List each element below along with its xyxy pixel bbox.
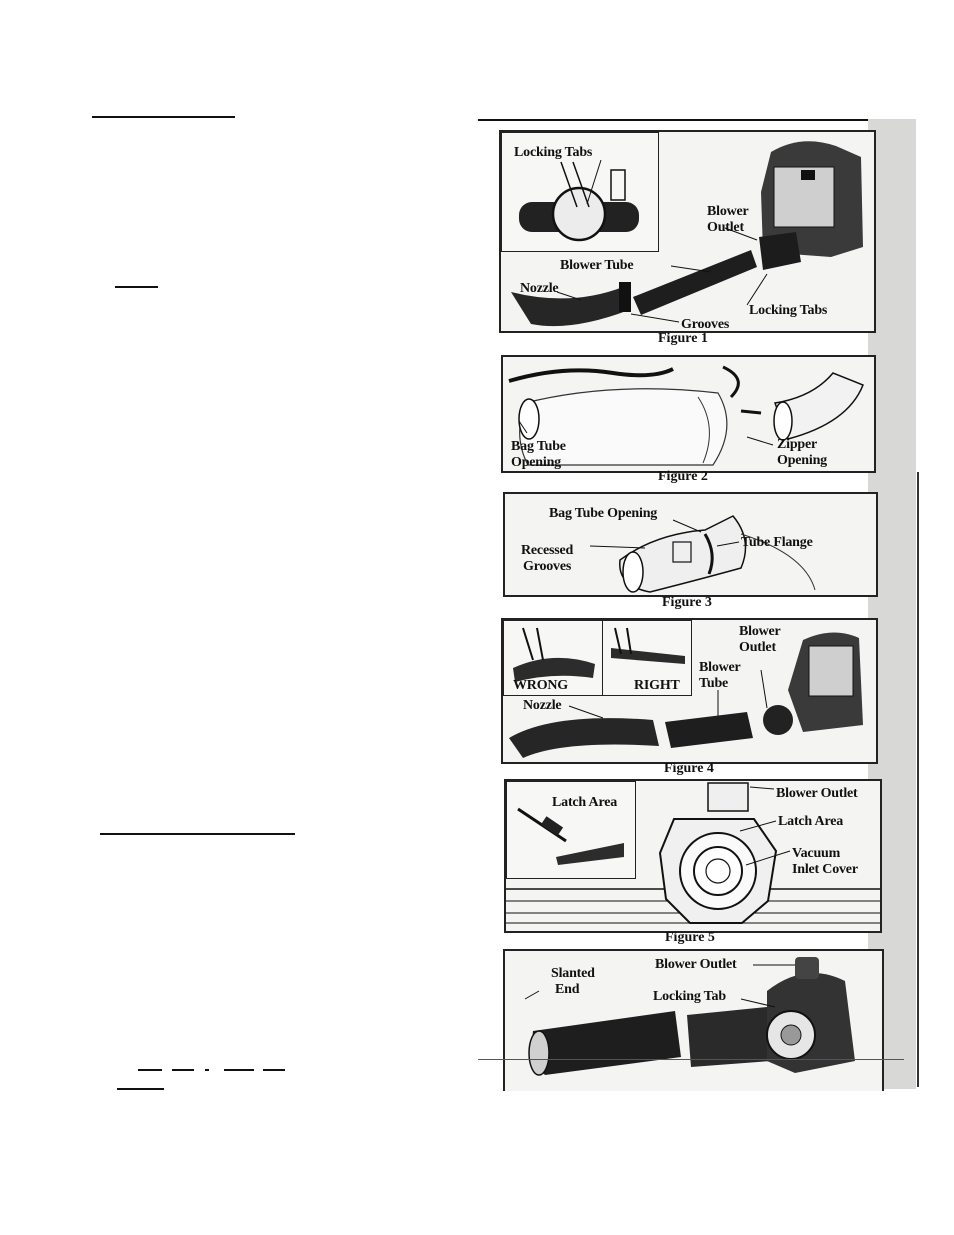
fig3-label-grooves: Grooves (523, 559, 572, 574)
fig1-label-nozzle: Nozzle (520, 281, 559, 296)
fig1-label-locking-tabs-inset: Locking Tabs (514, 145, 593, 160)
dash-underline-5 (263, 1069, 285, 1071)
fig2-label-zipper-opening: Opening (777, 453, 827, 468)
fig4-label-right: RIGHT (634, 678, 680, 693)
figure-4-wrong-inset (503, 620, 603, 696)
fig6-label-blower-outlet: Blower Outlet (655, 957, 737, 972)
fig6-label-end: End (555, 982, 580, 997)
fig5-label-inlet-cover: Inlet Cover (792, 862, 858, 877)
figure-6-base-line (478, 1059, 904, 1060)
fig5-label-vacuum: Vacuum (792, 846, 841, 861)
fig4-label-nozzle: Nozzle (523, 698, 562, 713)
figure-3-drawing (589, 515, 816, 593)
figure-6-panel: Slanted End Blower Outlet Locking Tab (503, 949, 884, 1091)
fig4-label-outlet: Outlet (739, 640, 776, 655)
fig1-label-locking-tabs: Locking Tabs (749, 303, 828, 318)
figure-1-caption: Figure 1 (658, 331, 708, 346)
figure-4-panel: WRONG RIGHT Blower Outlet Blower Tube No… (501, 618, 878, 764)
fig4-label-tube: Tube (699, 676, 729, 691)
section-underline (100, 833, 295, 835)
fig1-label-outlet: Outlet (707, 220, 744, 235)
figure-1-drawing (511, 141, 863, 327)
fig3-label-bag-tube-opening: Bag Tube Opening (549, 506, 658, 521)
fig4-label-wrong: WRONG (513, 678, 569, 693)
fig2-label-bag-tube: Bag Tube (511, 439, 566, 454)
figure-3-caption: Figure 3 (662, 595, 712, 610)
fig2-label-zipper: Zipper (777, 437, 818, 452)
fig3-label-recessed: Recessed (521, 543, 574, 558)
dash-underline-1 (138, 1069, 162, 1071)
figure-5-caption: Figure 5 (665, 930, 715, 945)
fig4-label-blower: Blower (739, 624, 781, 639)
subheading-underline (115, 286, 158, 288)
fig1-label-blower: Blower (707, 204, 749, 219)
fig2-label-opening: Opening (511, 455, 561, 470)
fig5-label-latch-area: Latch Area (778, 814, 844, 829)
figure-2-caption: Figure 2 (658, 469, 708, 484)
fig6-label-locking-tab: Locking Tab (653, 989, 726, 1004)
fig1-label-blower-tube: Blower Tube (560, 258, 634, 273)
figure-3-panel: Bag Tube Opening Recessed Grooves Tube F… (503, 492, 878, 597)
figure-2-panel: Bag Tube Opening Zipper Opening (501, 355, 876, 473)
fig5-label-blower-outlet: Blower Outlet (776, 786, 858, 801)
figure-5-drawing (506, 782, 880, 924)
dash-underline-4 (224, 1069, 254, 1071)
figure-column-top-rule (478, 119, 868, 121)
fig3-label-tube-flange: Tube Flange (741, 535, 813, 550)
fig4-label-blower-2: Blower (699, 660, 741, 675)
dash-underline-3 (205, 1069, 209, 1071)
figure-4-drawing (509, 627, 863, 758)
figure-2-drawing (508, 365, 864, 466)
fig6-label-slanted: Slanted (551, 966, 595, 981)
figure-1-panel: Locking Tabs Blower Outlet Blower Tube N… (499, 130, 876, 333)
heading-underline (92, 116, 235, 118)
page-edge-line (917, 472, 919, 1087)
fig1-label-grooves: Grooves (681, 317, 730, 332)
dash-underline-6 (117, 1088, 164, 1090)
fig5-label-latch-area-inset: Latch Area (552, 795, 618, 810)
figure-4-caption: Figure 4 (664, 761, 714, 776)
dash-underline-2 (172, 1069, 194, 1071)
figure-5-panel: Latch Area Blower Outlet Latch Area Vacu… (504, 779, 882, 933)
